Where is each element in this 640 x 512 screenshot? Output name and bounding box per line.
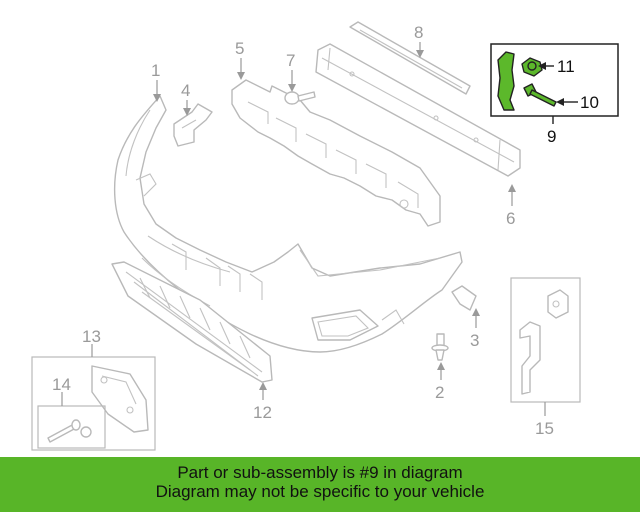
callout-3: 3 xyxy=(470,331,479,350)
info-banner: Part or sub-assembly is #9 in diagram Di… xyxy=(0,457,640,512)
part-5-energy-absorber[interactable] xyxy=(231,79,441,227)
exploded-parts-diagram: 1 4 5 7 8 6 3 2 12 13 14 15 9 11 10 xyxy=(31,21,619,451)
part-13-bracket-kit[interactable] xyxy=(31,356,156,451)
part-8-strip[interactable] xyxy=(349,21,471,95)
part-9-bracket[interactable] xyxy=(497,51,515,111)
part-14-screw-and-nut[interactable] xyxy=(37,405,106,449)
part-12-lower-grille[interactable] xyxy=(111,261,273,383)
callout-6: 6 xyxy=(506,209,515,228)
part-15-bracket-assembly[interactable] xyxy=(510,277,581,403)
part-3-clip[interactable] xyxy=(451,285,477,311)
callout-14: 14 xyxy=(52,375,71,394)
banner-line-2: Diagram may not be specific to your vehi… xyxy=(155,482,485,501)
callout-8: 8 xyxy=(414,23,423,42)
callout-2: 2 xyxy=(435,383,444,402)
part-4-bracket[interactable] xyxy=(173,103,213,147)
banner-line-1: Part or sub-assembly is #9 in diagram xyxy=(177,463,463,482)
part-9-highlight-box[interactable] xyxy=(490,43,619,117)
callout-13: 13 xyxy=(82,327,101,346)
callout-labels: 1 4 5 7 8 6 3 2 12 13 14 15 9 11 10 xyxy=(52,23,599,438)
leader-lines xyxy=(61,42,578,416)
callout-15: 15 xyxy=(535,419,554,438)
part-1-bumper-cover[interactable] xyxy=(113,95,463,353)
part-6-reinforcement-bar[interactable] xyxy=(315,43,521,177)
part-2-fastener[interactable] xyxy=(431,333,449,361)
callout-7: 7 xyxy=(286,51,295,70)
part-7-push-pin[interactable] xyxy=(284,91,316,105)
callout-5: 5 xyxy=(235,39,244,58)
callout-12: 12 xyxy=(253,403,272,422)
callout-1: 1 xyxy=(151,61,160,80)
callout-11: 11 xyxy=(557,57,575,76)
callout-9: 9 xyxy=(547,127,556,146)
callout-10: 10 xyxy=(580,93,599,112)
callout-4: 4 xyxy=(181,81,190,100)
